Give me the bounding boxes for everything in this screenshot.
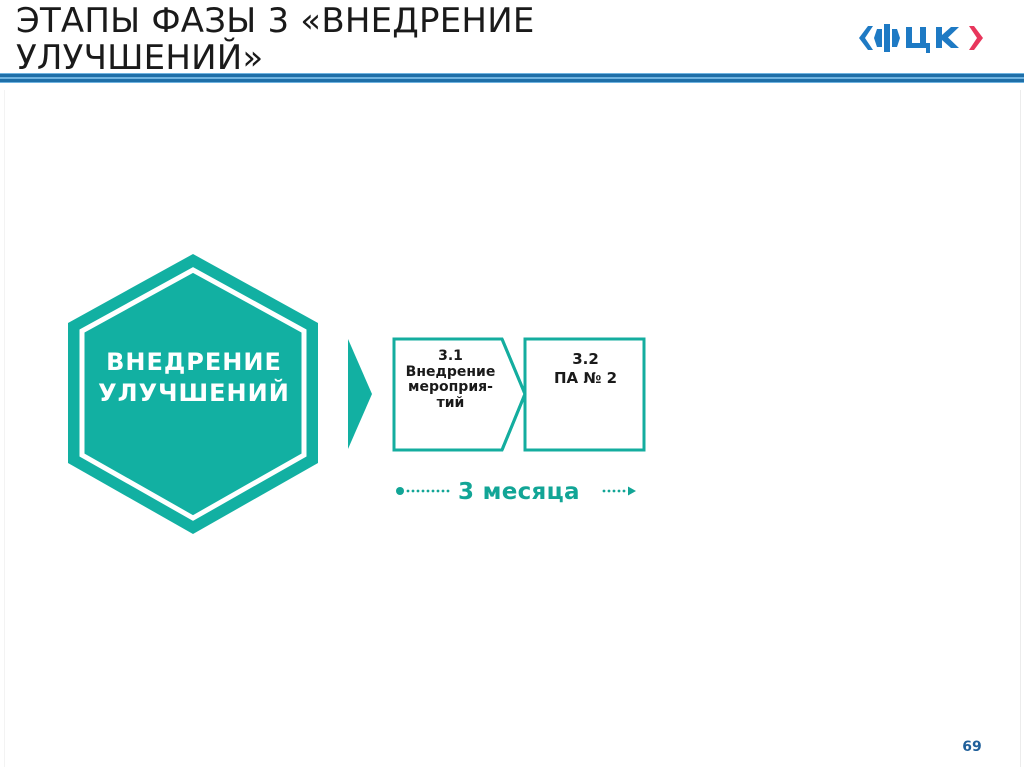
arrow-right-icon	[348, 339, 372, 449]
phase-hexagon	[68, 254, 318, 534]
phase-label: ВНЕДРЕНИЕ УЛУЧШЕНИЙ	[98, 348, 290, 407]
slide-left-edge	[4, 90, 5, 767]
slide-title: ЭТАПЫ ФАЗЫ 3 «ВНЕДРЕНИЕ УЛУЧШЕНИЙ»	[16, 1, 535, 78]
timeline-start-dot	[396, 487, 404, 495]
step-3-1: 3.1 Внедрение мероприя-тий	[398, 348, 503, 411]
page-number: 69	[962, 739, 982, 755]
timeline-arrowhead-icon	[628, 486, 636, 496]
steps-boxes	[392, 337, 646, 452]
fck-logo	[859, 24, 983, 53]
logo-accent-chevron	[969, 26, 983, 50]
header-rule-top	[0, 74, 1024, 77]
slide-right-edge	[1020, 90, 1021, 767]
header-rule-bottom	[0, 79, 1024, 82]
logo-mark	[859, 24, 959, 53]
timeline-arrow	[396, 486, 636, 496]
step-label: Внедрение мероприя-тий	[405, 363, 496, 411]
step-3-2: 3.2 ПА № 2	[528, 350, 643, 388]
step-number: 3.1	[438, 348, 463, 364]
step-label: ПА № 2	[553, 369, 618, 387]
timeline-duration: 3 месяца	[458, 479, 580, 505]
step-number: 3.2	[572, 350, 599, 368]
